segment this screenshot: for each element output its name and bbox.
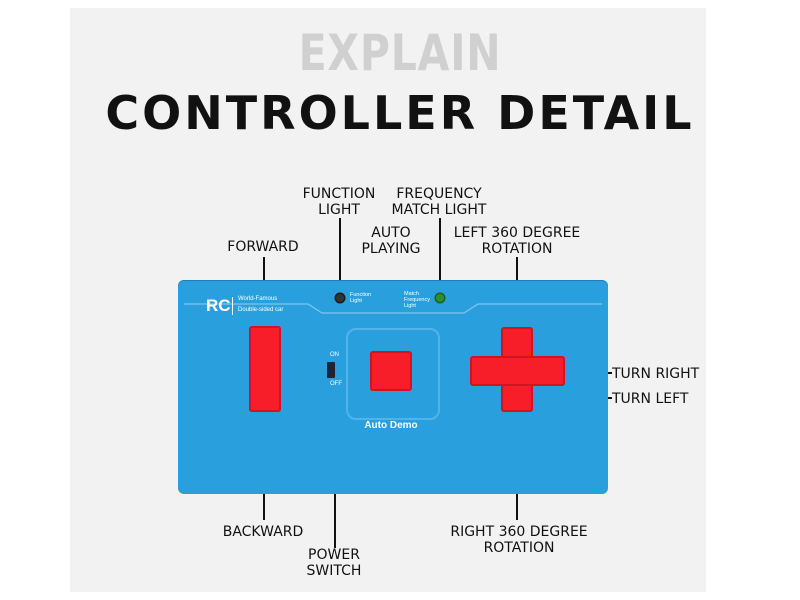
label-frequency-match-light: FREQUENCY MATCH LIGHT (379, 186, 499, 218)
function-light-print-1: Function (350, 292, 372, 298)
leader-function-light (339, 218, 341, 294)
brand-subtitle-line-1: World-Famous (238, 296, 278, 302)
label-forward: FORWARD (227, 239, 299, 255)
label-turn-left: TURN LEFT (612, 391, 689, 407)
label-left-360-text: LEFT 360 DEGREE ROTATION (453, 225, 581, 257)
function-light-print-2: Light (350, 298, 362, 304)
label-auto-playing: AUTO PLAYING (341, 225, 441, 257)
label-right-360: RIGHT 360 DEGREE ROTATION (444, 524, 594, 556)
label-backward: BACKWARD (222, 524, 304, 540)
auto-demo-button[interactable] (370, 351, 412, 391)
explain-heading: EXPLAIN (298, 24, 502, 82)
label-turn-right: TURN RIGHT (612, 366, 700, 382)
label-power-switch: POWER SWITCH (284, 547, 384, 579)
label-frequency-match-light-text: FREQUENCY MATCH LIGHT (391, 186, 487, 218)
leader-frequency-light (439, 218, 441, 294)
label-power-switch-text: POWER SWITCH (306, 547, 362, 579)
dpad-horizontal[interactable] (470, 356, 565, 386)
label-function-light-text: FUNCTION LIGHT (302, 186, 376, 218)
brand-logo: RC (206, 296, 231, 315)
function-light-print: Function Light (350, 292, 371, 304)
match-light-print-1: Match (404, 291, 419, 297)
power-switch[interactable] (327, 362, 335, 378)
brand-divider (232, 297, 233, 315)
switch-off-label: OFF (330, 381, 342, 387)
match-light-print: Match Frequency Light (404, 291, 430, 309)
controller-bevel (184, 303, 602, 314)
switch-on-label: ON (330, 352, 339, 358)
page-title: CONTROLLER DETAIL (105, 86, 695, 140)
label-function-light: FUNCTION LIGHT (289, 186, 389, 218)
auto-demo-frame (346, 328, 440, 420)
auto-demo-label: Auto Demo (364, 420, 418, 431)
label-left-360: LEFT 360 DEGREE ROTATION (447, 225, 587, 257)
match-light-print-3: Light (404, 303, 416, 309)
match-led (436, 294, 444, 302)
brand-subtitle: World-Famous Double-sided car (238, 295, 283, 315)
label-right-360-text: RIGHT 360 DEGREE ROTATION (450, 524, 588, 556)
forward-backward-button[interactable] (249, 326, 281, 412)
label-auto-playing-text: AUTO PLAYING (361, 225, 421, 257)
match-light-print-2: Frequency (404, 297, 430, 303)
function-led (336, 294, 344, 302)
brand-subtitle-line-2: Double-sided car (238, 307, 284, 313)
